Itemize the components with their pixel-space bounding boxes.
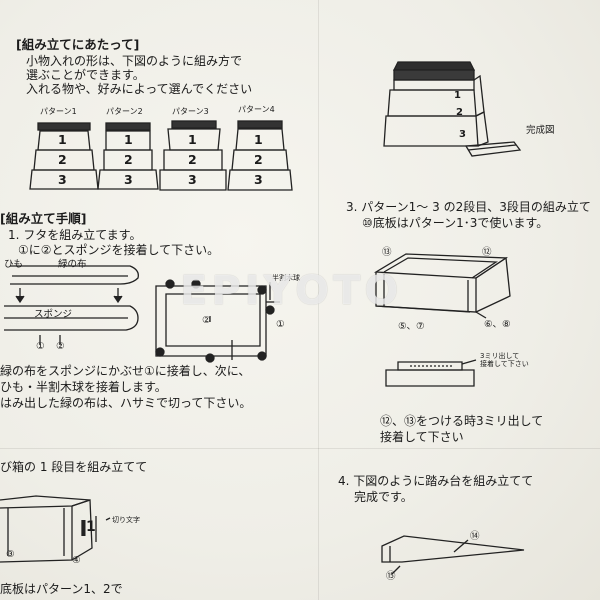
step-stool-illustration (381, 535, 525, 575)
label-circle-6-8: ⑥、⑧ (484, 319, 511, 330)
step1-note-1: 緑の布をスポンジにかぶせ①に接着し、次に、 (0, 364, 251, 378)
pattern-4-num-2: 2 (254, 152, 263, 167)
intro-line-2: 選ぶことができます。 (26, 68, 145, 82)
label-circle-1: ① (36, 341, 45, 352)
step1-note-2: ひも・半割木球を接着します。 (0, 380, 167, 394)
step2-title: び箱の 1 段目を組み立てて (0, 460, 148, 474)
label-circle-4: ④ (72, 555, 81, 566)
label-circle-5-7: ⑤、⑦ (398, 321, 425, 332)
lid-frame-illustration (155, 279, 280, 363)
box-number-1: 1 (86, 519, 96, 535)
pattern-1-illustration (29, 122, 99, 190)
step3-sub: ⑩底板はパターン1･3で使います。 (362, 216, 549, 230)
step1-title: 1. フタを組み立てます。 (8, 228, 142, 242)
label-hankatsu: 半割木球 (272, 274, 300, 282)
pattern-1-num-2: 2 (58, 152, 67, 167)
pattern-1-num-1: 1 (58, 132, 67, 147)
fold-line-vertical (318, 0, 319, 600)
lid-cloth-illustration (4, 265, 139, 345)
label-sponge: スポンジ (34, 309, 73, 320)
pattern-3-illustration (159, 120, 227, 191)
label-circle-13: ⑬ (382, 247, 392, 258)
intro-line-1: 小物入れの形は、下図のように組み方で (26, 54, 243, 68)
tier-frame-illustration (373, 253, 511, 319)
pattern-1-label: パターン1 (40, 107, 77, 116)
pattern-3-label: パターン3 (172, 107, 209, 116)
step3-title: 3. パターン1～ 3 の2段目、3段目の組み立て (346, 200, 591, 214)
pattern-4-label: パターン4 (238, 105, 275, 114)
label-midori: 緑の布 (58, 259, 87, 270)
step3-note-1: ⑫、⑬をつける時3ミリ出して (380, 414, 544, 428)
procedure-heading: [組み立て手順] (0, 211, 87, 226)
complete-label: 完成図 (526, 125, 555, 136)
complete-num-2: 2 (456, 107, 463, 118)
complete-num-3: 3 (459, 129, 466, 140)
label-frame-circle-2: ② (202, 315, 211, 326)
bottom-note: 底板はパターン1、2で (0, 582, 123, 596)
label-kiri-moji: 切り文字 (112, 516, 140, 524)
pattern-2-illustration (97, 122, 159, 190)
pattern-2-num-3: 3 (124, 172, 133, 187)
pattern-4-illustration (227, 120, 293, 191)
pattern-3-num-2: 2 (188, 152, 197, 167)
fold-line-horizontal (0, 448, 600, 449)
watermark: EPIYOTO (180, 268, 403, 314)
step4-sub: 完成です。 (354, 490, 413, 504)
complete-box-illustration (383, 61, 522, 157)
step4-title: 4. 下図のように踏み台を組み立てて (338, 474, 534, 488)
step1-sub: ①に②とスポンジを接着して下さい。 (18, 243, 220, 257)
pattern-2-num-1: 1 (124, 132, 133, 147)
label-circle-3: ③ (6, 549, 15, 560)
label-circle-2: ② (56, 341, 65, 352)
label-frame-circle-1: ① (276, 319, 285, 330)
intro-line-3: 入れる物や、好みによって選んでください (26, 82, 253, 96)
label-circle-12: ⑫ (482, 247, 492, 258)
bottom-board-illustration (385, 359, 477, 387)
label-circle-15: ⑮ (386, 571, 396, 582)
label-himo: ひも (4, 259, 24, 270)
step3-note-2: 接着して下さい (380, 430, 464, 444)
step1-note-3: はみ出した緑の布は、ハサミで切って下さい。 (0, 396, 252, 410)
first-tier-box-illustration (0, 495, 111, 563)
label-circle-14: ⑭ (470, 531, 480, 542)
pattern-3-num-3: 3 (188, 172, 197, 187)
pattern-4-num-3: 3 (254, 172, 263, 187)
note-small-1: 3ミリ出して (480, 352, 520, 360)
pattern-2-num-2: 2 (124, 152, 133, 167)
pattern-4-num-1: 1 (254, 132, 263, 147)
complete-num-1: 1 (454, 90, 461, 101)
pattern-2-label: パターン2 (106, 107, 143, 116)
intro-heading: [組み立てにあたって] (16, 37, 140, 52)
note-small-2: 接着して下さい (480, 360, 529, 368)
pattern-3-num-1: 1 (188, 132, 197, 147)
pattern-1-num-3: 3 (58, 172, 67, 187)
